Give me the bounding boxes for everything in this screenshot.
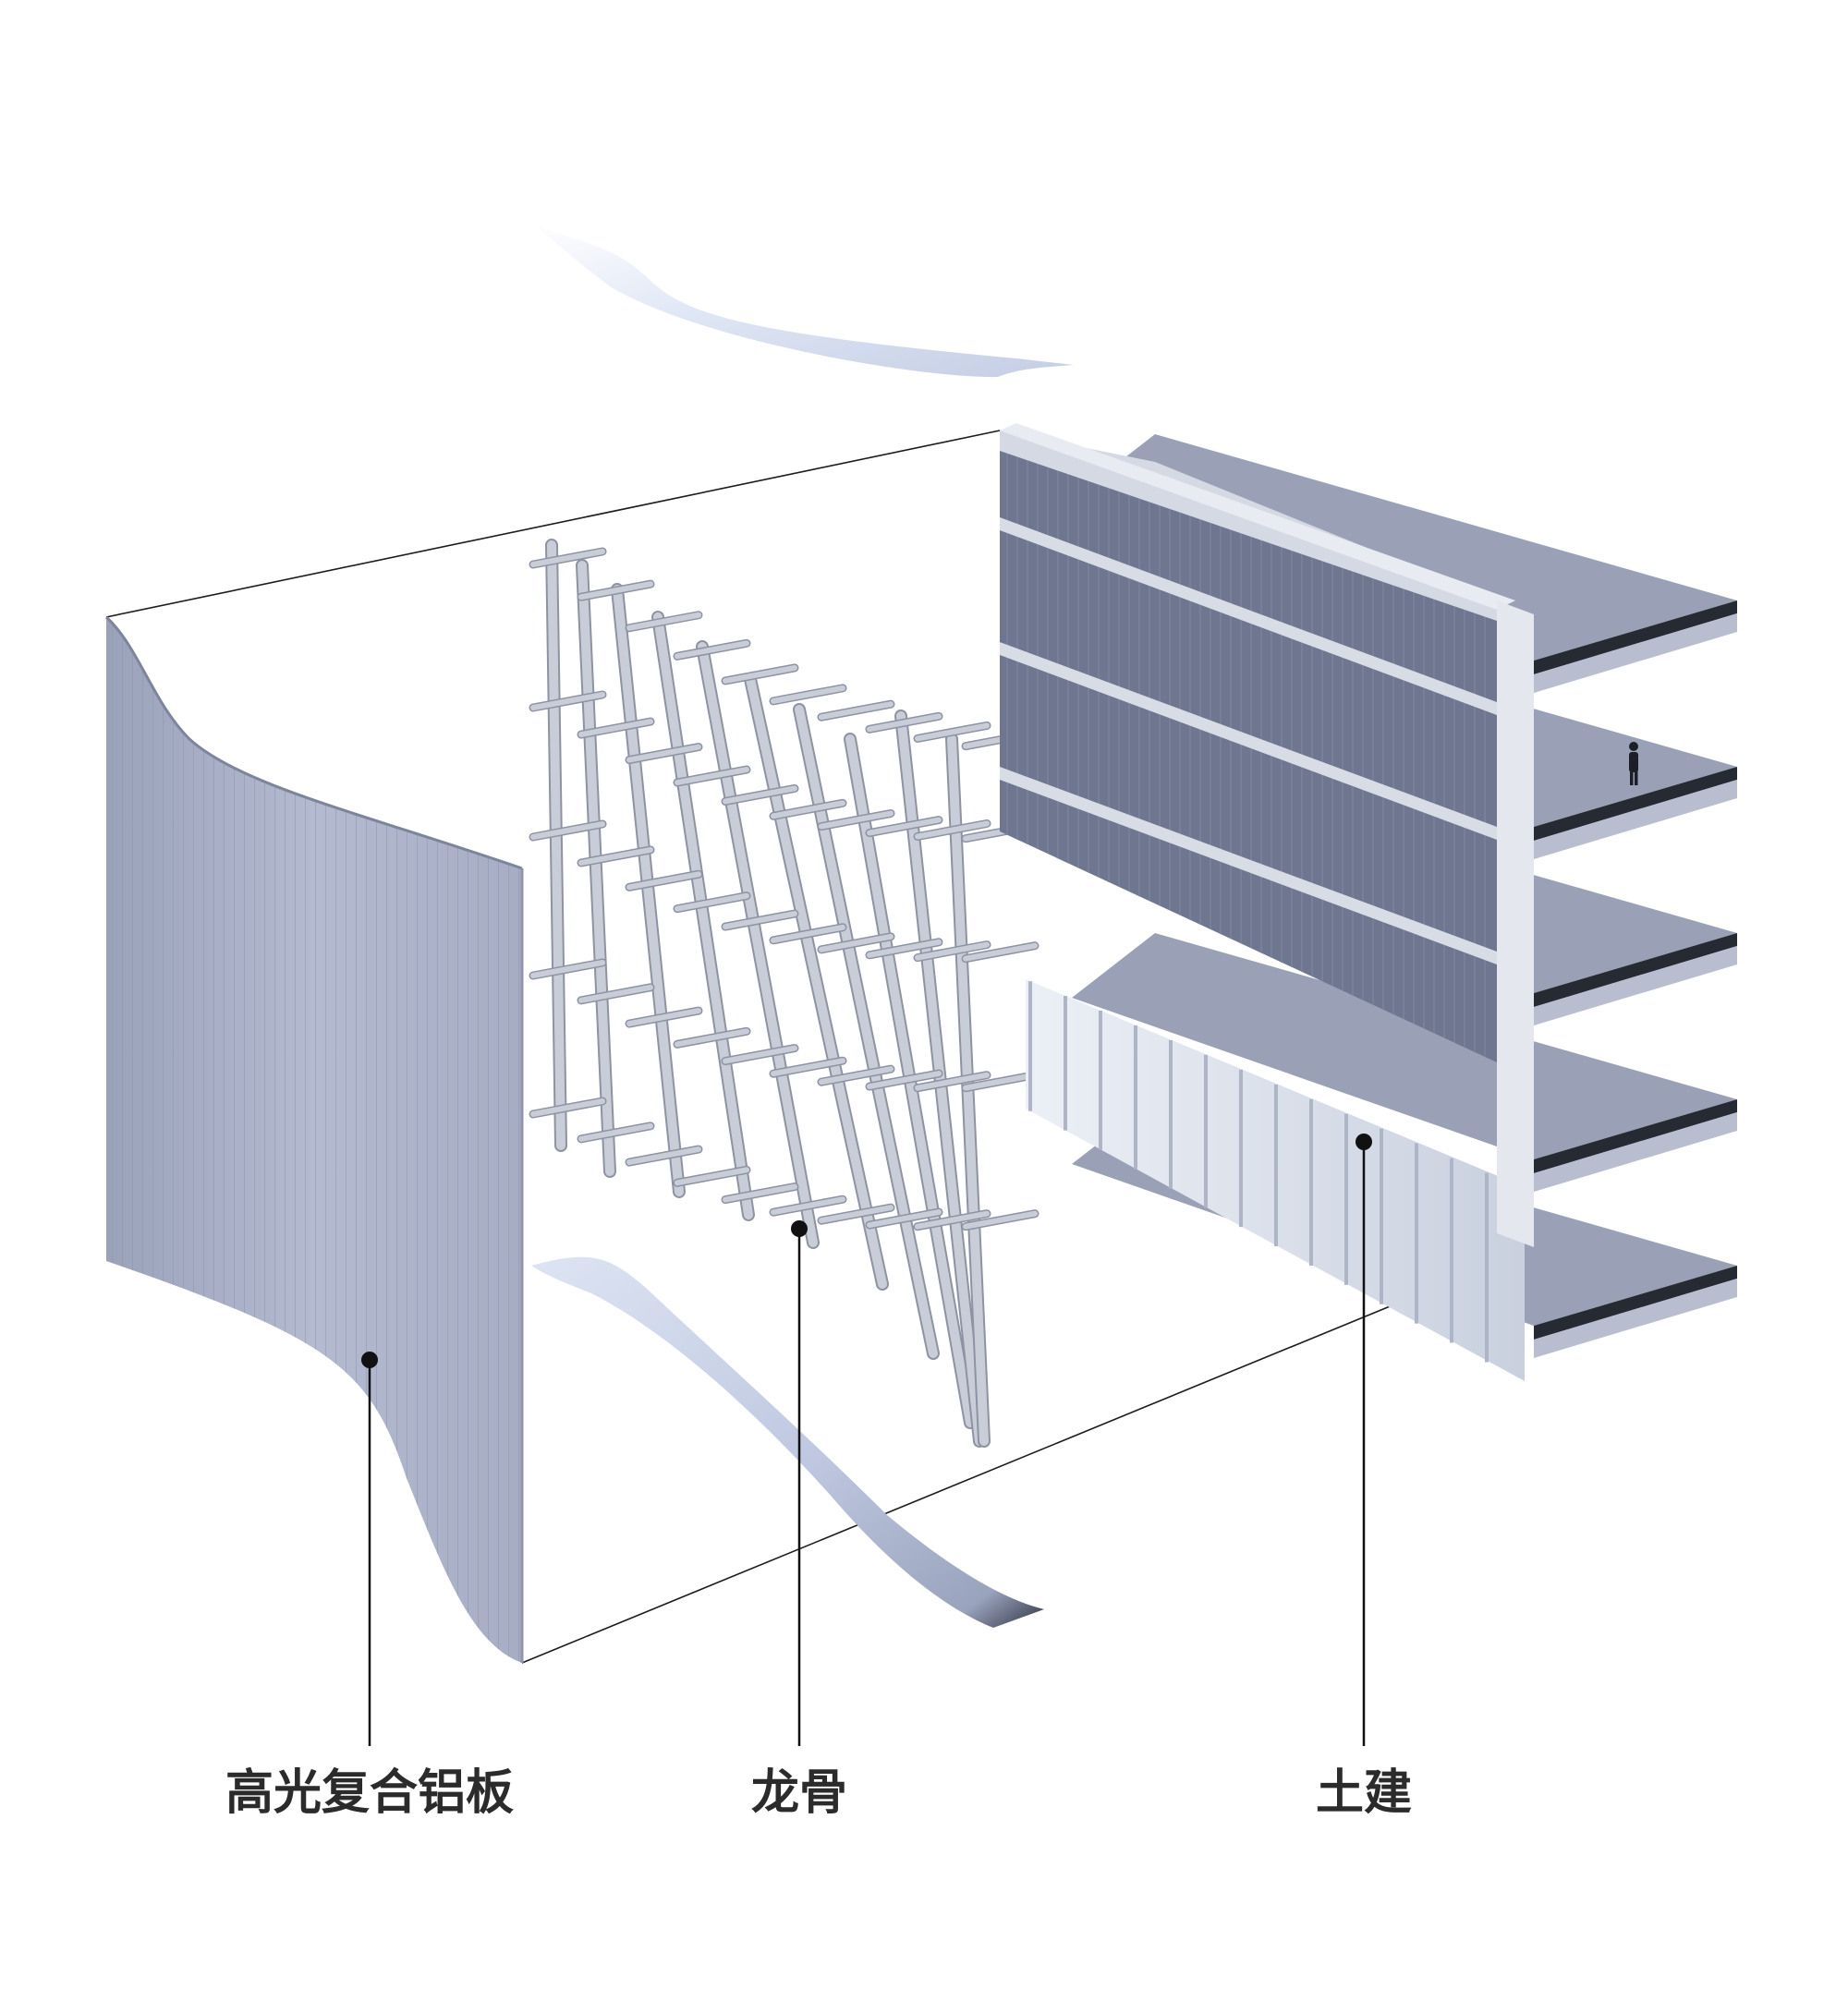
keel-transom-face	[915, 941, 990, 961]
keel-transom-face	[626, 871, 701, 891]
keel-transom-face	[963, 942, 1038, 962]
keel-transom-face	[723, 785, 797, 805]
floor-slab-edge	[1534, 1266, 1737, 1340]
floor-slab-underside	[1534, 1112, 1737, 1192]
keel-transom-face	[723, 1183, 797, 1203]
floor-slab-edge	[1534, 767, 1737, 841]
keel-transom-face	[819, 1066, 894, 1085]
keel-transom-face	[867, 1071, 942, 1090]
label-structure: 土建	[1315, 1765, 1413, 1821]
keel-transom-face	[867, 939, 942, 958]
keel-transom-face	[819, 933, 894, 952]
keel-transom-face	[578, 1122, 653, 1142]
keel-transom-face	[675, 767, 749, 786]
keel-mullion-face	[795, 705, 938, 1358]
keel-transom-face	[819, 1205, 894, 1224]
floor-slab-underside	[1534, 1279, 1737, 1358]
keel-transom-face	[867, 713, 942, 733]
keel-transom-face	[723, 1045, 797, 1064]
keel-transom-face	[771, 800, 845, 819]
alignment-guide-lines	[105, 430, 1535, 1664]
floor-slab-edge	[1534, 1099, 1737, 1173]
floor-slab-edge	[1534, 600, 1737, 674]
floor-slab-underside	[1534, 613, 1737, 693]
leader-lines	[361, 1134, 1372, 1746]
keel-transom-face	[819, 701, 894, 721]
keel-transom-face	[626, 1146, 701, 1166]
keel-transom-face	[675, 892, 749, 912]
keel-transom-face	[530, 960, 605, 978]
keel-transom-face	[963, 1210, 1038, 1230]
floor-slab-underside	[1534, 780, 1737, 859]
keel-transom-face	[578, 719, 653, 738]
keel-transom-face	[723, 664, 797, 684]
keel-transom-face	[915, 1072, 990, 1091]
keel-transom-face	[723, 911, 797, 930]
roof-parapet-beam	[1000, 431, 1497, 621]
keel-transom-face	[675, 640, 749, 660]
top-cladding-edge-strip	[529, 222, 1074, 378]
keel-transom-face	[626, 612, 701, 631]
keel-transom-face	[626, 744, 701, 763]
facade-floor-beam	[1000, 767, 1497, 964]
keel-transom-face	[578, 581, 653, 600]
keel-transom-face	[867, 1209, 942, 1229]
keel-mullion-face	[698, 642, 818, 1247]
keel-mullion-face	[613, 585, 684, 1196]
floor-slab	[1072, 434, 1737, 661]
keel-transom-face	[915, 722, 990, 742]
keel-transom-face	[915, 1210, 990, 1230]
keel-transom-face	[530, 821, 605, 840]
keel-transom-face	[771, 1196, 845, 1216]
keel-mullion-face	[746, 674, 887, 1289]
keel-transom-face	[915, 820, 990, 840]
keel-transom-face	[963, 1072, 1038, 1091]
person-figure	[1629, 742, 1638, 785]
keel-transom-face	[530, 692, 605, 710]
keel-mullion-face	[578, 561, 614, 1176]
keel-transom-face	[819, 810, 894, 830]
keel-frame	[529, 539, 1040, 1448]
facade-floor-beams	[1000, 517, 1497, 964]
keel-transom-face	[675, 1167, 749, 1186]
facade-floor-beam	[1000, 517, 1497, 715]
floor-slab	[1072, 933, 1737, 1159]
keel-transom-face	[578, 846, 653, 866]
corner-column	[1497, 600, 1534, 1247]
colonnade-columns	[1028, 981, 1489, 1363]
keel-transom-face	[530, 549, 605, 567]
label-cladding: 高光复合铝板	[225, 1765, 515, 1821]
floor-slab-underside	[1534, 946, 1737, 1025]
keel-transom-face	[530, 1098, 605, 1117]
keel-transom-face	[771, 1058, 845, 1077]
cladding-panel	[104, 615, 524, 1663]
keel-transom-face	[626, 1008, 701, 1027]
keel-transom-face	[771, 924, 845, 943]
keel-transom-face	[867, 817, 942, 836]
keel-mullion-face	[547, 540, 565, 1150]
keel-transom-face	[578, 984, 653, 1003]
label-keel: 龙骨	[750, 1765, 848, 1821]
bottom-cladding-edge-strip	[531, 1256, 1044, 1628]
keel-transom-face	[675, 1028, 749, 1048]
keel-mullion-face	[653, 612, 753, 1219]
keel-transom-face	[771, 685, 845, 704]
facade-floor-beam	[1000, 642, 1497, 840]
building-structure	[1000, 423, 1737, 1381]
floor-slab-edge	[1534, 933, 1737, 1007]
